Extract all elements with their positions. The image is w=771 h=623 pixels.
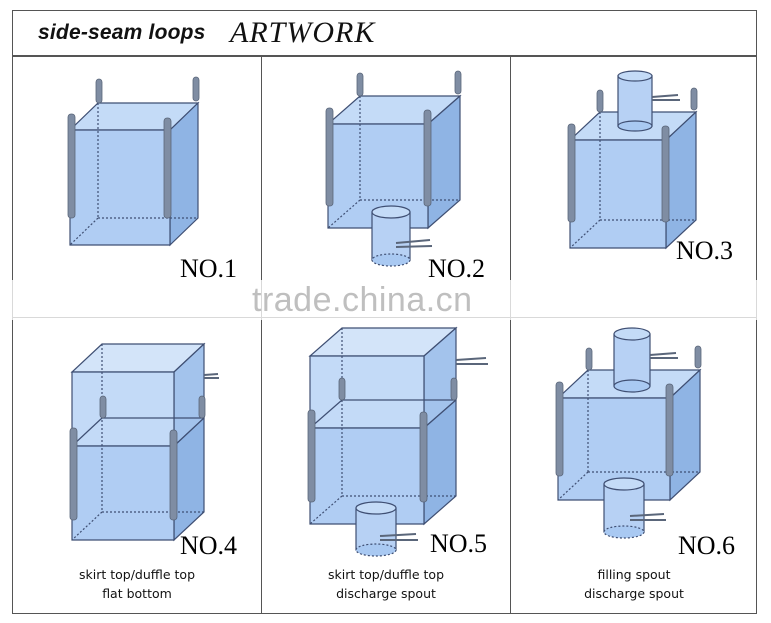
loop-icon [169, 429, 178, 521]
loop-icon [419, 411, 428, 503]
bag-grid [12, 56, 757, 614]
loop-icon [665, 383, 674, 477]
cell-number-4: NO.4 [180, 531, 238, 560]
loop-icon [67, 113, 76, 219]
caption-line: skirt top/duffle top [327, 567, 445, 582]
header-bar [12, 10, 757, 56]
loop-icon [694, 345, 702, 369]
lifting-loops [67, 76, 200, 219]
loop-icon [198, 395, 206, 419]
header-subtitle: side-seam loops [38, 21, 206, 44]
spout-tie [395, 239, 433, 248]
caption-line: flat bottom [102, 586, 172, 601]
loop-icon [192, 76, 200, 102]
caption-line: skirt top/duffle top [78, 567, 196, 582]
cell-number-1: NO.1 [180, 254, 238, 283]
loop-icon [99, 395, 107, 419]
loop-icon [356, 72, 364, 97]
watermark-band [0, 280, 771, 320]
caption-line: discharge spout [336, 586, 436, 601]
loop-icon [690, 87, 698, 111]
caption-line: filling spout [597, 567, 671, 582]
header-title: ARTWORK [230, 16, 376, 49]
cell-caption-5: skirt top/duffle top discharge spout [276, 565, 496, 603]
loop-icon [585, 347, 593, 371]
loop-icon [163, 117, 172, 219]
loop-icon [307, 409, 316, 503]
loop-icon [423, 109, 432, 207]
loop-icon [661, 125, 670, 223]
cell-caption-6: filling spout discharge spout [524, 565, 744, 603]
loop-icon [450, 377, 458, 401]
cell-number-3: NO.3 [676, 236, 734, 265]
grid-divider [261, 56, 262, 614]
loop-icon [454, 70, 462, 95]
cell-number-5: NO.5 [430, 529, 488, 558]
loop-icon [596, 89, 604, 113]
loop-icon [69, 427, 78, 521]
loop-icon [325, 107, 334, 207]
cell-number-6: NO.6 [678, 531, 736, 560]
watermark-text: trade.china.cn [252, 281, 473, 319]
cell-caption-4: skirt top/duffle top flat bottom [27, 565, 247, 603]
caption-line: discharge spout [584, 586, 684, 601]
grid-divider [510, 56, 511, 614]
loop-icon [338, 377, 346, 401]
loop-icon [555, 381, 564, 477]
cell-number-2: NO.2 [428, 254, 486, 283]
loop-icon [567, 123, 576, 223]
loop-icon [95, 78, 103, 104]
